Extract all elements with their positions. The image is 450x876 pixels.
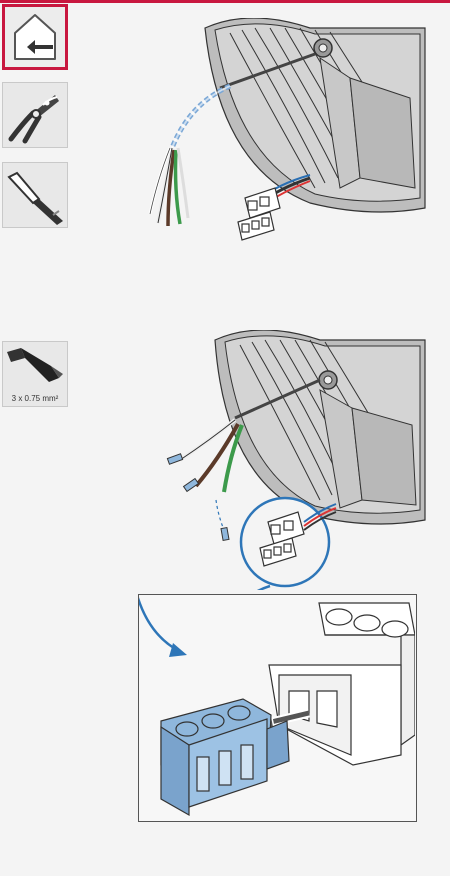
home-button[interactable]	[2, 4, 68, 70]
ferrule-size-label: 3 x 0.75 mm²	[3, 394, 67, 403]
fan-wire-ferrule-illustration	[120, 330, 440, 590]
cable-knife-icon	[3, 163, 67, 227]
wire-ferrule-tool: 3 x 0.75 mm²	[2, 341, 68, 407]
wire-stripper-tool	[2, 82, 68, 148]
top-accent-bar	[0, 0, 450, 3]
connector-unplug-detail-illustration	[139, 595, 415, 820]
cable-knife-tool	[2, 162, 68, 228]
connector-detail-frame	[138, 594, 417, 822]
home-arrow-icon	[5, 7, 65, 67]
wire-stripper-icon	[3, 83, 67, 147]
wire-ferrule-icon	[3, 342, 67, 392]
fan-cable-stripped-illustration	[110, 18, 430, 258]
